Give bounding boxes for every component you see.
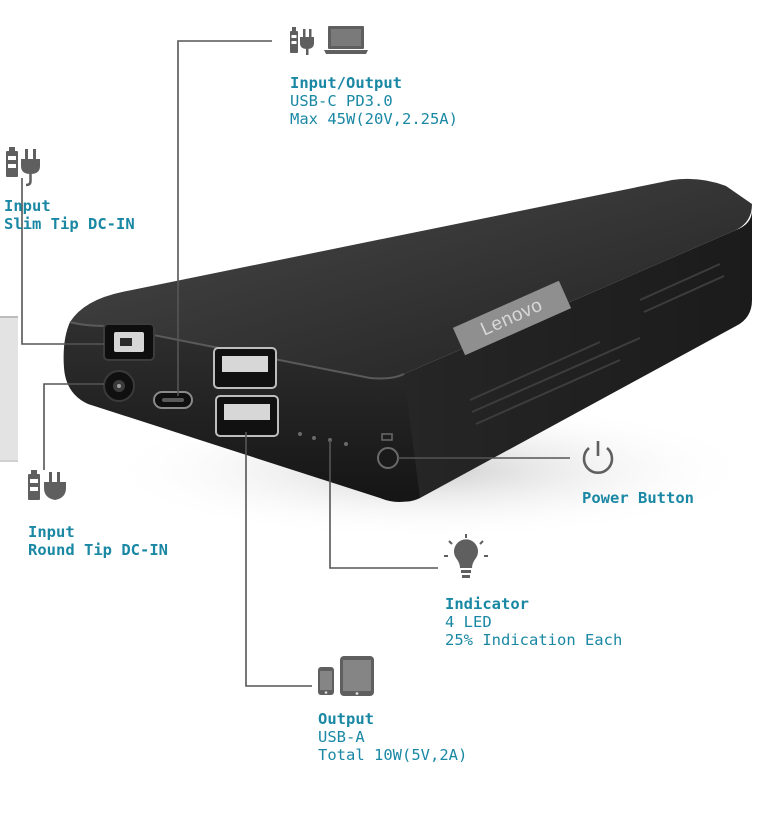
slim-tip-port	[103, 323, 155, 361]
leader-usb-c	[177, 40, 272, 396]
callout-power-title: Power Button	[582, 489, 694, 507]
battery-plug-icon	[28, 470, 66, 500]
device-top-face	[70, 178, 752, 379]
laptop-icon	[324, 26, 368, 54]
callout-usb-a-power: Total 10W(5V,2A)	[318, 746, 468, 764]
device-side-face	[398, 210, 752, 502]
callout-usb-c: Input/Output USB-C PD3.0 Max 45W(20V,2.2…	[290, 74, 458, 128]
battery-plug-icon	[290, 27, 314, 55]
callout-indicator-detail: 25% Indication Each	[445, 631, 623, 649]
callout-slim-tip-spec: Slim Tip DC-IN	[4, 215, 135, 233]
battery-plug-icon	[6, 147, 40, 187]
lenovo-logo	[452, 280, 572, 356]
phone-icon	[318, 667, 334, 695]
callout-slim-tip-title: Input	[4, 197, 51, 215]
usb-a-port-bottom	[215, 395, 279, 437]
callout-power: Power Button	[582, 489, 694, 507]
leader-usb-a	[245, 432, 312, 687]
callout-usb-a-spec: USB-A	[318, 728, 365, 746]
side-panel-edge	[0, 316, 18, 462]
callout-usb-c-power: Max 45W(20V,2.25A)	[290, 110, 458, 128]
leader-lines	[21, 40, 570, 687]
usb-c-port	[153, 391, 193, 409]
power-bank-device	[63, 178, 752, 502]
lightbulb-icon	[444, 534, 488, 578]
leader-round-tip	[43, 383, 104, 470]
leader-slim-tip	[21, 178, 104, 345]
callout-indicator: Indicator 4 LED 25% Indication Each	[445, 595, 622, 649]
power-icon	[582, 441, 614, 475]
callout-round-tip-title: Input	[28, 523, 75, 541]
callout-slim-tip: Input Slim Tip DC-IN	[4, 197, 135, 233]
callout-usb-a: Output USB-A Total 10W(5V,2A)	[318, 710, 467, 764]
callout-usb-c-title: Input/Output	[290, 74, 402, 92]
led-indicators	[298, 432, 348, 446]
callout-round-tip-spec: Round Tip DC-IN	[28, 541, 168, 559]
leader-indicator	[329, 440, 438, 569]
callout-round-tip: Input Round Tip DC-IN	[28, 523, 168, 559]
tablet-icon	[340, 656, 374, 696]
callout-indicator-title: Indicator	[445, 595, 529, 613]
usb-a-port-top	[213, 347, 277, 389]
round-tip-port	[103, 370, 135, 402]
callout-indicator-count: 4 LED	[445, 613, 492, 631]
callout-usb-a-title: Output	[318, 710, 374, 728]
callout-usb-c-spec: USB-C PD3.0	[290, 92, 393, 110]
